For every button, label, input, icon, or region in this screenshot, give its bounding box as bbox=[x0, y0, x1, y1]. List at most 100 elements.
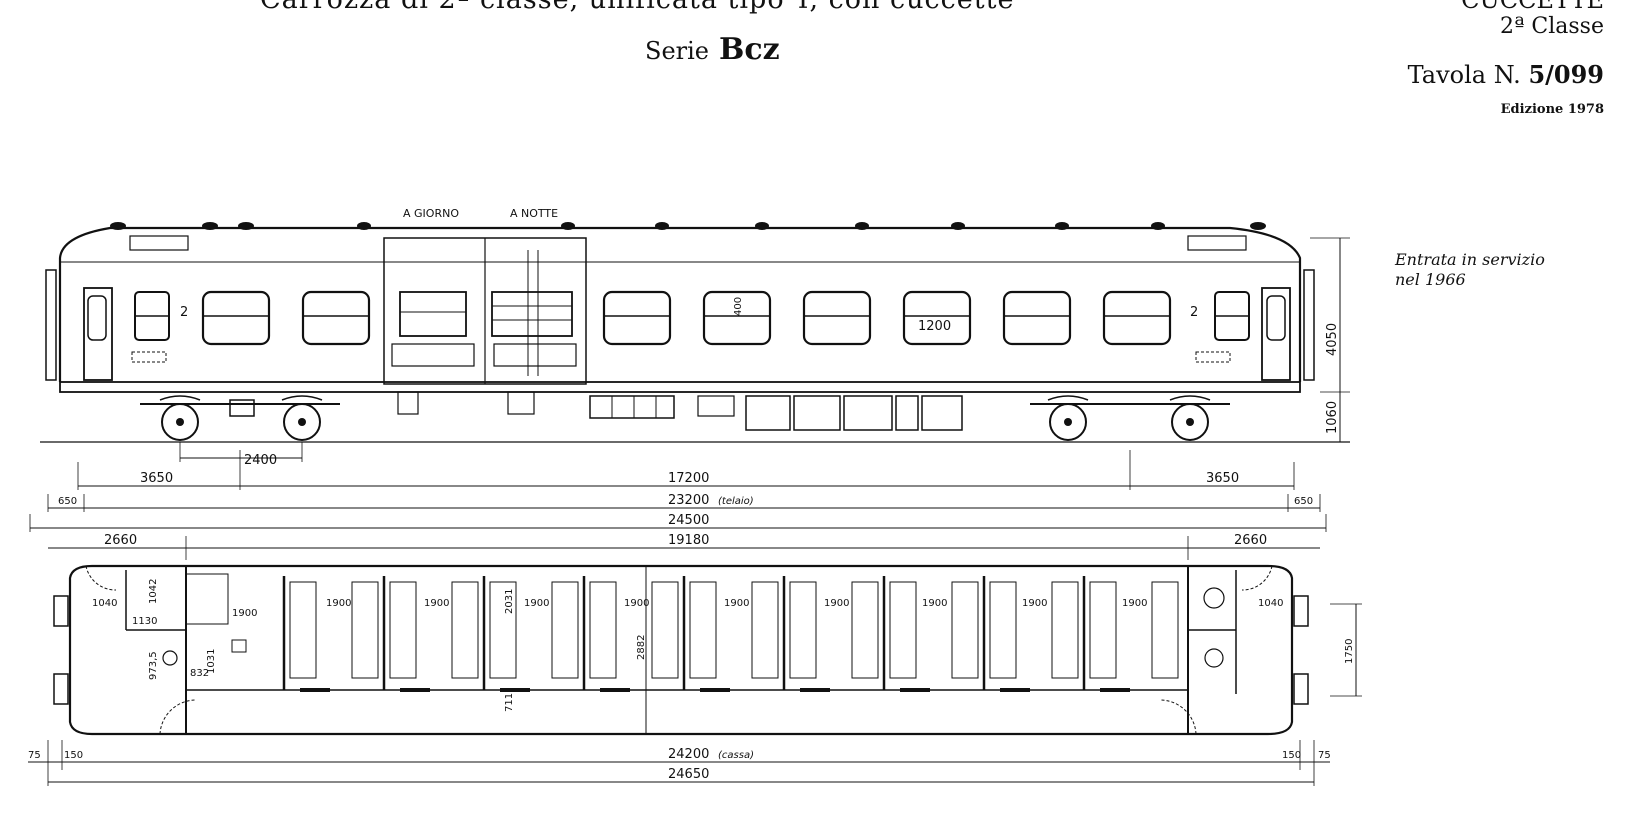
service-note-line2: nel 1966 bbox=[1395, 270, 1466, 289]
corridor-width-dim: 711 bbox=[504, 693, 515, 712]
plan-body-outline bbox=[68, 564, 1294, 736]
cutaway-section bbox=[383, 237, 587, 415]
compartments bbox=[282, 576, 1179, 692]
roof-vent bbox=[1250, 222, 1266, 230]
tavola-line: Tavola N. 5/099 bbox=[1408, 60, 1604, 89]
compartment-length-dim: 1900 bbox=[232, 608, 257, 619]
roof-vent bbox=[1055, 222, 1069, 230]
compartment-length-dim: 1900 bbox=[424, 598, 449, 609]
compartment-length-dim: 1900 bbox=[624, 598, 649, 609]
underframe bbox=[59, 381, 1301, 393]
end-buffer-left bbox=[45, 269, 57, 381]
roof-hatch-left bbox=[129, 235, 189, 251]
underframe-equipment bbox=[589, 395, 963, 431]
vestibule-depth-dim: 1750 bbox=[1344, 639, 1355, 664]
window bbox=[1102, 290, 1172, 346]
length-dimensions: 2400 3650 17200 3650 650 23200 (telaio) … bbox=[29, 442, 1327, 560]
window-width-dim: 1200 bbox=[918, 319, 951, 334]
class-label: 2ª Classe bbox=[1499, 14, 1604, 39]
roof-vents bbox=[110, 222, 1266, 230]
dim-end-right: 650 bbox=[1294, 496, 1313, 507]
dim-frame-note: (telaio) bbox=[718, 496, 754, 507]
dim-body-length: 24200 bbox=[668, 747, 709, 762]
cutaway-day-window bbox=[399, 291, 467, 337]
roof-vent bbox=[855, 222, 869, 230]
vestibule-width-left: 1040 bbox=[92, 598, 117, 609]
drawing-title: Carrozza di 2ª classe, unificata tipo Y,… bbox=[260, 0, 1014, 15]
window bbox=[702, 290, 772, 346]
wc-dim-973: 973,5 bbox=[148, 651, 159, 680]
window bbox=[802, 290, 872, 346]
wc-dim-1031: 1031 bbox=[206, 649, 217, 674]
vestibule-right bbox=[1159, 565, 1273, 735]
dim-end-left: 650 bbox=[58, 496, 77, 507]
height-total-dim: 4050 bbox=[1325, 323, 1340, 356]
compartment-length-dim: 1900 bbox=[724, 598, 749, 609]
window bbox=[1002, 290, 1072, 346]
car-body-outline bbox=[58, 226, 1302, 382]
end-buffer-right bbox=[1303, 269, 1315, 381]
plan-view: 1900 1900 1900 1900 1900 1900 1900 1900 … bbox=[53, 564, 1362, 736]
roof-vent bbox=[110, 222, 126, 230]
tavola-number: 5/099 bbox=[1528, 60, 1604, 89]
compartment-length-dim: 1900 bbox=[922, 598, 947, 609]
entry-door-right bbox=[1261, 287, 1291, 381]
window bbox=[301, 290, 371, 346]
series-label: Serie bbox=[645, 37, 709, 65]
dim-gap-left: 150 bbox=[64, 750, 83, 761]
roof-vent bbox=[755, 222, 769, 230]
category-label: CUCCETTE bbox=[1461, 0, 1604, 14]
side-elevation: 2 2 400 1200 bbox=[40, 207, 1350, 443]
cutaway-night-berths bbox=[491, 291, 573, 337]
wc-dim-832: 832 bbox=[190, 668, 209, 679]
dim-vestibule-right: 2660 bbox=[1234, 533, 1267, 548]
wheel bbox=[283, 403, 321, 441]
body-width-dim: 2882 bbox=[636, 635, 647, 660]
window bbox=[602, 290, 672, 346]
roof-vent bbox=[951, 222, 965, 230]
service-note: Entrata in servizio nel 1966 bbox=[1395, 250, 1545, 290]
compartment-windows bbox=[201, 290, 1172, 346]
dim-vestibule-left: 2660 bbox=[104, 533, 137, 548]
wheel bbox=[161, 403, 199, 441]
wc-dim-1130: 1130 bbox=[132, 616, 157, 627]
window bbox=[201, 290, 271, 346]
compartment-length-dim: 1900 bbox=[326, 598, 351, 609]
label-night-config: A NOTTE bbox=[510, 207, 558, 220]
vestibule-width-right: 1040 bbox=[1258, 598, 1283, 609]
dim-body-note: (cassa) bbox=[718, 750, 754, 761]
dim-total-length: 24650 bbox=[668, 767, 709, 782]
door-window-left bbox=[87, 295, 107, 341]
roof-vent bbox=[357, 222, 371, 230]
dim-buffer-left: 75 bbox=[28, 750, 41, 761]
entry-door-left bbox=[83, 287, 113, 381]
dim-buffer-right: 75 bbox=[1318, 750, 1331, 761]
dim-buffers-length: 24500 bbox=[668, 513, 709, 528]
roof-vent bbox=[238, 222, 254, 230]
wheel bbox=[1171, 403, 1209, 441]
compartment-length-dim: 1900 bbox=[1122, 598, 1147, 609]
label-day-config: A GIORNO bbox=[403, 207, 459, 220]
roof-vent bbox=[561, 222, 575, 230]
compartment-length-dim: 1900 bbox=[524, 598, 549, 609]
vestibule-left bbox=[85, 565, 247, 735]
dim-compartments-length: 19180 bbox=[668, 533, 709, 548]
dim-bogie-wheelbase: 2400 bbox=[244, 453, 277, 468]
roof-vent bbox=[1151, 222, 1165, 230]
class-mark-right: 2 bbox=[1190, 305, 1198, 320]
dim-bogie-centers: 17200 bbox=[668, 471, 709, 486]
window-height-dim: 400 bbox=[733, 297, 744, 316]
wc-dim-1042: 1042 bbox=[148, 579, 159, 604]
dim-overhang-left: 3650 bbox=[140, 471, 173, 486]
window bbox=[902, 290, 972, 346]
dim-frame-length: 23200 bbox=[668, 493, 709, 508]
tavola-label: Tavola N. bbox=[1407, 61, 1521, 89]
roof-vent bbox=[655, 222, 669, 230]
edition-label: Edizione 1978 bbox=[1500, 102, 1604, 117]
wheel bbox=[1049, 403, 1087, 441]
bogie-right bbox=[1030, 395, 1230, 441]
compartment-length-dim: 1900 bbox=[824, 598, 849, 609]
compartment-length-dim: 1900 bbox=[1022, 598, 1047, 609]
